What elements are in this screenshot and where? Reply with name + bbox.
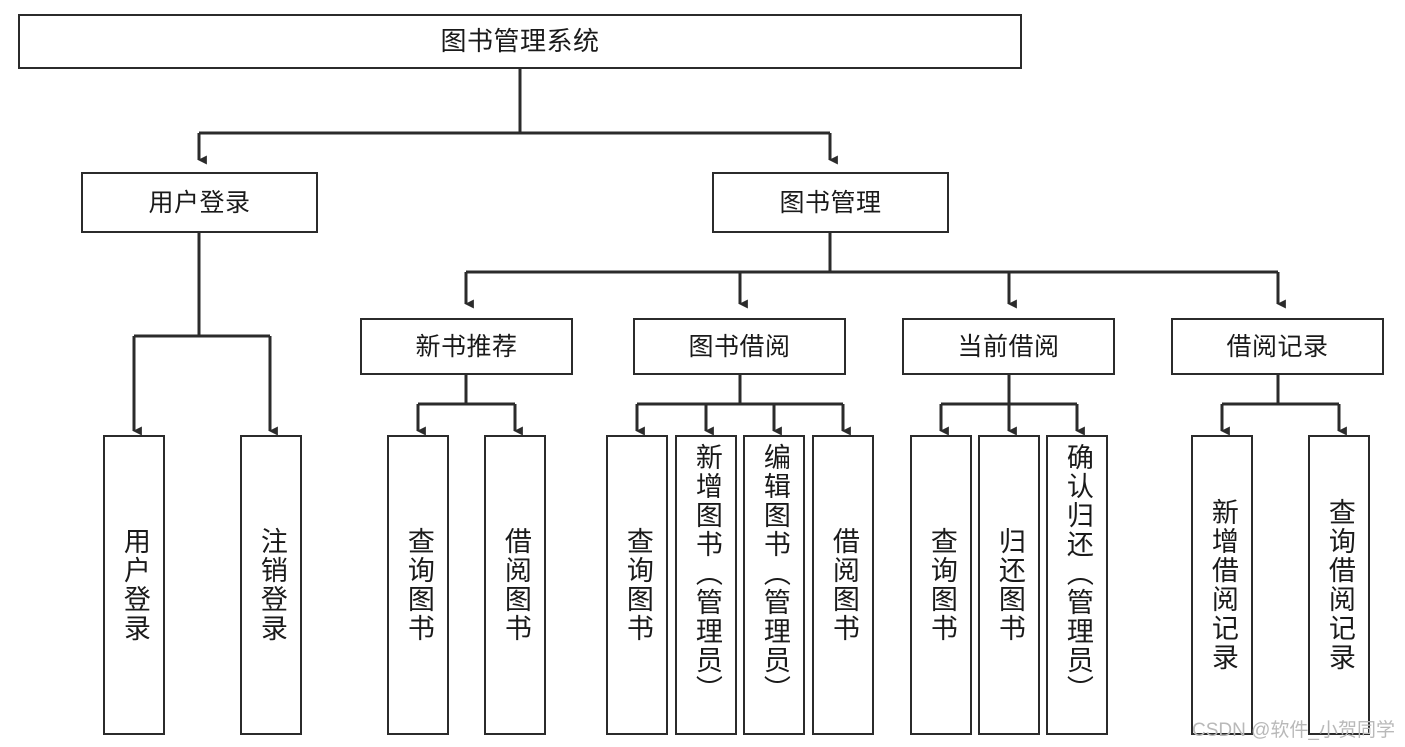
- node-label: 用户登录: [148, 188, 251, 217]
- node-label: 查询图书: [926, 527, 957, 643]
- node-label: 借阅图书: [500, 527, 531, 643]
- leaf-query-borrow-record[interactable]: 查询借阅记录: [1308, 435, 1370, 735]
- node-label: 图书借阅: [688, 332, 791, 361]
- node-label: 确认归还（管理员）: [1062, 443, 1093, 704]
- node-label: 当前借阅: [957, 332, 1060, 361]
- node-current-borrow[interactable]: 当前借阅: [902, 318, 1115, 375]
- node-label: 查询图书: [403, 527, 434, 643]
- node-book-borrow[interactable]: 图书借阅: [633, 318, 846, 375]
- node-label: 查询借阅记录: [1324, 498, 1355, 672]
- leaf-query-book-recommend[interactable]: 查询图书: [387, 435, 449, 735]
- node-user-login[interactable]: 用户登录: [81, 172, 318, 233]
- node-label: 用户登录: [119, 527, 150, 643]
- node-label: 图书管理系统: [440, 25, 600, 56]
- node-label: 借阅记录: [1226, 332, 1329, 361]
- node-root-book-management-system[interactable]: 图书管理系统: [18, 14, 1022, 69]
- node-label: 编辑图书（管理员）: [759, 443, 790, 704]
- node-borrow-record[interactable]: 借阅记录: [1171, 318, 1384, 375]
- node-label: 图书管理: [779, 188, 882, 217]
- node-label: 查询图书: [622, 527, 653, 643]
- leaf-add-book-admin[interactable]: 新增图书（管理员）: [675, 435, 737, 735]
- node-label: 新增借阅记录: [1207, 498, 1238, 672]
- leaf-edit-book-admin[interactable]: 编辑图书（管理员）: [743, 435, 805, 735]
- leaf-borrow-book-recommend[interactable]: 借阅图书: [484, 435, 546, 735]
- leaf-query-book-borrow[interactable]: 查询图书: [606, 435, 668, 735]
- node-new-book-recommend[interactable]: 新书推荐: [360, 318, 573, 375]
- node-book-management[interactable]: 图书管理: [712, 172, 949, 233]
- node-label: 注销登录: [256, 527, 287, 643]
- leaf-user-login[interactable]: 用户登录: [103, 435, 165, 735]
- csdn-watermark: CSDN @软件_小贺同学: [1192, 720, 1395, 741]
- leaf-return-book[interactable]: 归还图书: [978, 435, 1040, 735]
- leaf-confirm-return-admin[interactable]: 确认归还（管理员）: [1046, 435, 1108, 735]
- leaf-logout-login[interactable]: 注销登录: [240, 435, 302, 735]
- node-label: 归还图书: [994, 527, 1025, 643]
- node-label: 新书推荐: [415, 332, 518, 361]
- node-label: 借阅图书: [828, 527, 859, 643]
- leaf-add-borrow-record[interactable]: 新增借阅记录: [1191, 435, 1253, 735]
- leaf-borrow-book-borrow[interactable]: 借阅图书: [812, 435, 874, 735]
- leaf-query-book-current[interactable]: 查询图书: [910, 435, 972, 735]
- node-label: 新增图书（管理员）: [691, 443, 722, 704]
